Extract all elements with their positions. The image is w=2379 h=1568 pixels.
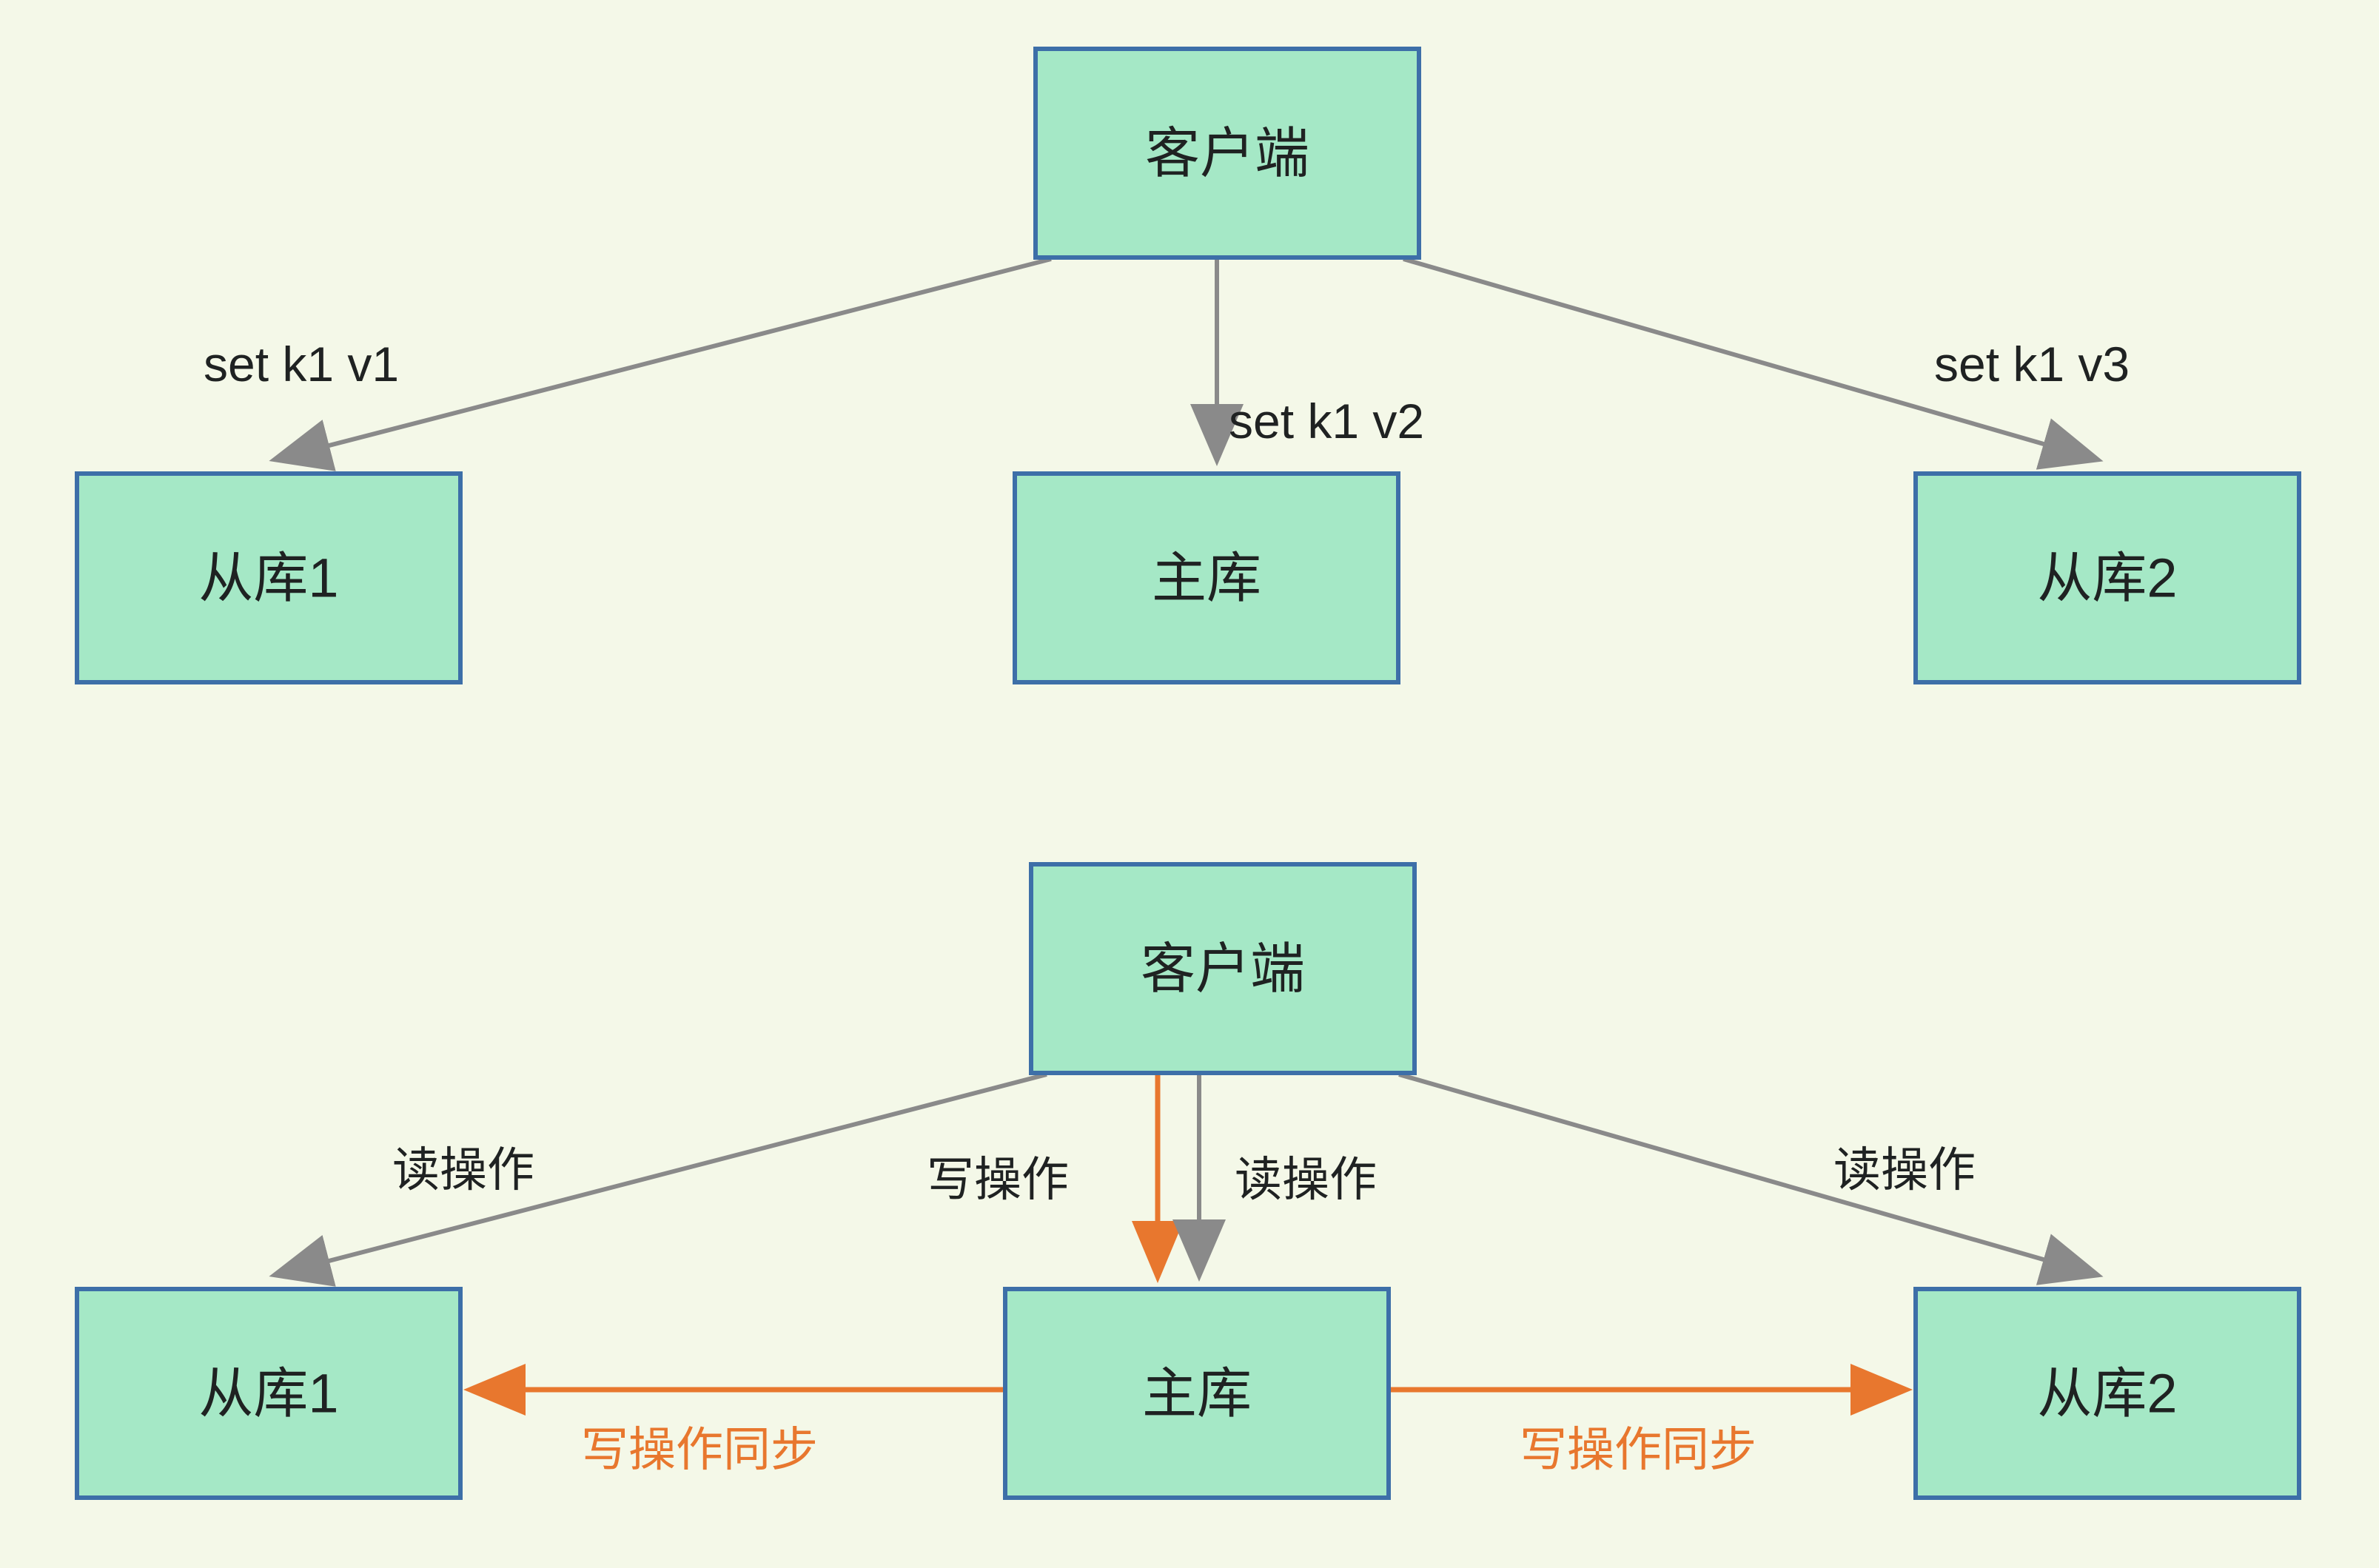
node-client-bottom[interactable]: 客户端 <box>1029 862 1417 1075</box>
node-client-bottom-rect[interactable] <box>1029 862 1417 1075</box>
edge-client-to-slave1-bottom <box>269 1072 1047 1287</box>
panel-bottom: 客户端 从库1 主库 从库2 读操作 写操作 读操作 读操作 写操作同步 写操作… <box>75 862 2301 1500</box>
edge-label-set-k1-v2: set k1 v2 <box>1229 394 1424 448</box>
panel-top: 客户端 从库1 主库 从库2 set k1 v1 set k1 v2 set k… <box>75 47 2301 684</box>
node-slave1-top[interactable]: 从库1 <box>75 471 463 684</box>
node-master-top-rect[interactable] <box>1013 471 1400 684</box>
node-slave2-bottom[interactable]: 从库2 <box>1913 1287 2301 1500</box>
edge-label-set-k1-v1: set k1 v1 <box>204 337 399 391</box>
node-slave1-bottom[interactable]: 从库1 <box>75 1287 463 1500</box>
edge-label-read-center: 读操作 <box>1235 1153 1377 1206</box>
node-master-bottom-rect[interactable] <box>1003 1287 1391 1500</box>
node-master-top-label: 主库 <box>1152 548 1261 609</box>
node-master-bottom-label: 主库 <box>1142 1363 1252 1424</box>
edge-label-sync-left: 写操作同步 <box>581 1423 818 1476</box>
node-master-top[interactable]: 主库 <box>1013 471 1400 684</box>
node-slave1-bottom-label: 从库1 <box>198 1363 338 1424</box>
edge-label-read-left: 读操作 <box>392 1143 534 1197</box>
edge-label-sync-right: 写操作同步 <box>1520 1423 1756 1476</box>
edge-client-to-slave1-top <box>269 257 1052 471</box>
node-slave2-bottom-rect[interactable] <box>1913 1287 2301 1500</box>
node-slave2-top[interactable]: 从库2 <box>1913 471 2301 684</box>
node-slave1-top-rect[interactable] <box>75 471 463 684</box>
node-client-top-label: 客户端 <box>1145 123 1309 184</box>
edge-label-set-k1-v3: set k1 v3 <box>1934 337 2130 391</box>
edge-client-to-slave2-top <box>1403 257 2104 470</box>
node-slave2-bottom-label: 从库2 <box>2037 1363 2177 1424</box>
node-client-top-rect[interactable] <box>1033 47 1421 260</box>
edge-label-read-right: 读操作 <box>1833 1143 1976 1197</box>
node-client-top[interactable]: 客户端 <box>1033 47 1421 260</box>
node-slave2-top-rect[interactable] <box>1913 471 2301 684</box>
node-slave1-bottom-rect[interactable] <box>75 1287 463 1500</box>
node-client-bottom-label: 客户端 <box>1141 938 1305 1000</box>
node-slave2-top-label: 从库2 <box>2037 548 2177 609</box>
node-master-bottom[interactable]: 主库 <box>1003 1287 1391 1500</box>
edge-client-to-slave2-bottom <box>1398 1072 2104 1285</box>
edge-label-write-center: 写操作 <box>927 1153 1069 1206</box>
node-slave1-top-label: 从库1 <box>198 548 338 609</box>
